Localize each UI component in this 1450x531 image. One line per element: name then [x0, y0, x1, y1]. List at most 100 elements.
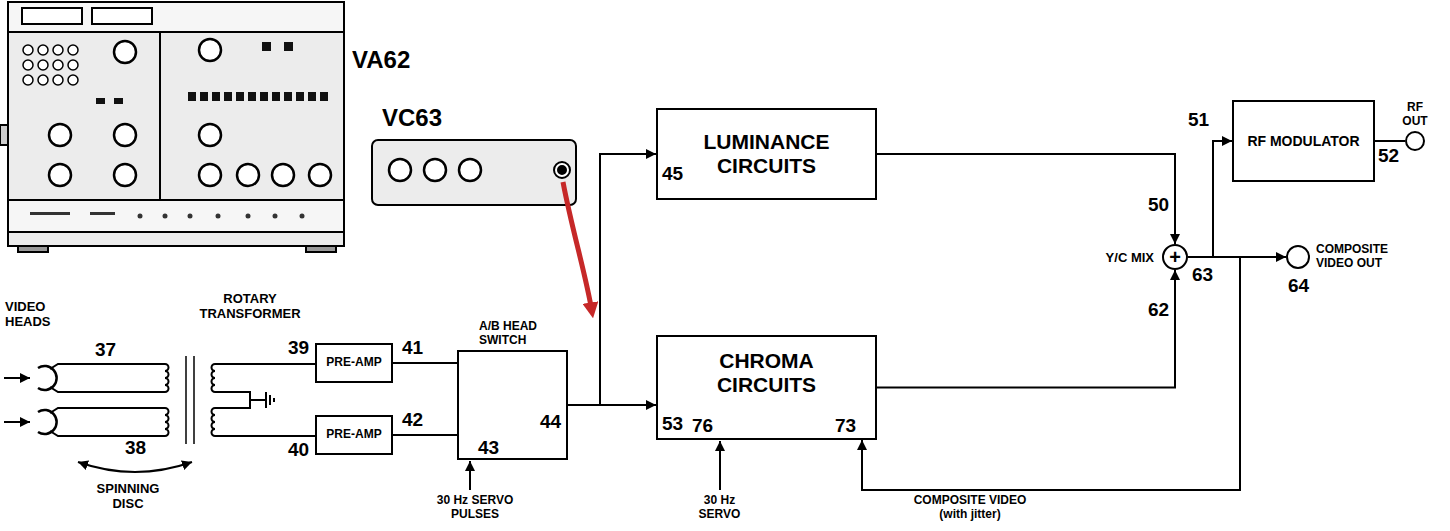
probe-arrow: [563, 182, 592, 312]
va62-instrument: [53, 45, 63, 55]
ground-symbol: [273, 398, 275, 402]
mixer-circle: Y/C MIX+: [1162, 244, 1188, 270]
callout-number: 43: [478, 438, 499, 458]
signal-label: 30 Hz SERVO PULSES: [425, 494, 525, 522]
va62-instrument: [18, 246, 48, 252]
block-heading: Y/C MIX: [1106, 250, 1154, 265]
servo-arrow: [719, 441, 721, 490]
va62-instrument: [188, 92, 196, 101]
va62-instrument: [272, 92, 280, 101]
signal-connector: [862, 257, 1240, 490]
va62-instrument: [308, 92, 316, 101]
vc63-instrument: [389, 159, 411, 181]
signal-connector: [877, 154, 1175, 244]
va62-instrument: [284, 42, 293, 51]
callout-number: 40: [288, 440, 309, 460]
va62-instrument: [163, 214, 168, 219]
connector-label: COMPOSITE VIDEO (with jitter): [905, 494, 1035, 522]
va62-instrument: [8, 200, 344, 232]
va62-instrument: [114, 41, 136, 63]
block-label: CHROMA CIRCUITS: [692, 349, 842, 397]
rotary-transformer: [212, 364, 216, 392]
rotary-transformer: [165, 364, 169, 392]
block-heading: A/B HEAD SWITCH: [479, 320, 554, 348]
va62-instrument: [216, 214, 221, 219]
head-switch-block: A/B HEAD SWITCH: [457, 350, 568, 460]
va62-instrument: [300, 214, 305, 219]
va62-instrument: [23, 45, 78, 85]
va62-instrument: [38, 75, 48, 85]
va62-instrument: [200, 92, 208, 101]
signal-connector: [568, 154, 656, 405]
preamp-wire: [215, 392, 250, 408]
head-wire: [50, 387, 165, 392]
vc63-instrument: [459, 159, 481, 181]
va62-instrument: [284, 92, 292, 101]
preamp-wire: [215, 364, 315, 436]
vc63-instrument: [424, 159, 446, 181]
callout-number: 53: [662, 414, 683, 434]
va62-instrument: [272, 164, 294, 186]
video-head: [4, 377, 30, 379]
head-wire: [50, 364, 165, 436]
va62-instrument: [30, 212, 305, 219]
ground-symbol: [269, 395, 271, 405]
va62-instrument: [68, 45, 78, 55]
va62-instrument: [188, 214, 193, 219]
instrument-name: VA62: [352, 46, 410, 74]
rotary-transformer: [165, 356, 215, 444]
va62-instrument: [49, 124, 71, 146]
part-label: ROTARY TRANSFORMER: [195, 292, 305, 322]
signal-connector: [1188, 141, 1232, 257]
callout-number: 41: [402, 338, 423, 358]
vc63-instrument: [372, 140, 576, 205]
callout-number: 42: [402, 410, 423, 430]
va62-instrument: [23, 75, 33, 85]
part-label: SPINNING DISC: [88, 482, 168, 512]
rotation-arrow: [78, 462, 192, 472]
callout-number: 64: [1288, 276, 1309, 296]
instrument-name: VC63: [382, 104, 442, 132]
va62-instrument: [114, 124, 136, 146]
signal-connector: [568, 404, 656, 406]
va62-instrument: [92, 8, 152, 24]
callout-number: 50: [1148, 195, 1169, 215]
callout-number: 63: [1192, 265, 1213, 285]
va62-instrument: [159, 32, 161, 200]
va62-instrument: [53, 60, 63, 70]
va62-instrument: [260, 92, 268, 101]
callout-number: 39: [288, 338, 309, 358]
va62-instrument: [23, 45, 33, 55]
va62-instrument: [23, 60, 33, 70]
preamp-block: PRE-AMP: [315, 343, 393, 383]
ground-symbol: [266, 392, 274, 408]
circuit-block: LUMINANCE CIRCUITS: [656, 108, 877, 200]
va62-instrument: [212, 92, 220, 101]
head-wire: [50, 364, 165, 369]
va62-instrument: [199, 39, 221, 61]
vc63-instrument: [372, 140, 576, 205]
callout-number: 37: [95, 340, 116, 360]
signal-connector: [393, 362, 457, 364]
output-jack: COMPOSITE VIDEO OUT: [1286, 245, 1310, 269]
va62-instrument: [96, 98, 105, 104]
preamp-wire: [250, 399, 266, 401]
va62-instrument: [273, 214, 278, 219]
block-heading: COMPOSITE VIDEO OUT: [1316, 243, 1406, 271]
va62-instrument: [30, 212, 70, 215]
callout-number: 45: [662, 164, 683, 184]
va62-instrument: [237, 164, 259, 186]
callout-number: 62: [1148, 300, 1169, 320]
va62-instrument: [49, 39, 331, 186]
preamp-wire: [215, 435, 315, 437]
va62-instrument: [248, 92, 256, 101]
preamp-block: PRE-AMP: [315, 415, 393, 455]
head-wire: [50, 408, 165, 413]
callout-number: 44: [540, 412, 561, 432]
rotary-transformer: [185, 356, 187, 444]
va62-instrument: [236, 92, 244, 101]
signal-connector: [1375, 140, 1405, 142]
callout-number: 52: [1378, 146, 1399, 166]
